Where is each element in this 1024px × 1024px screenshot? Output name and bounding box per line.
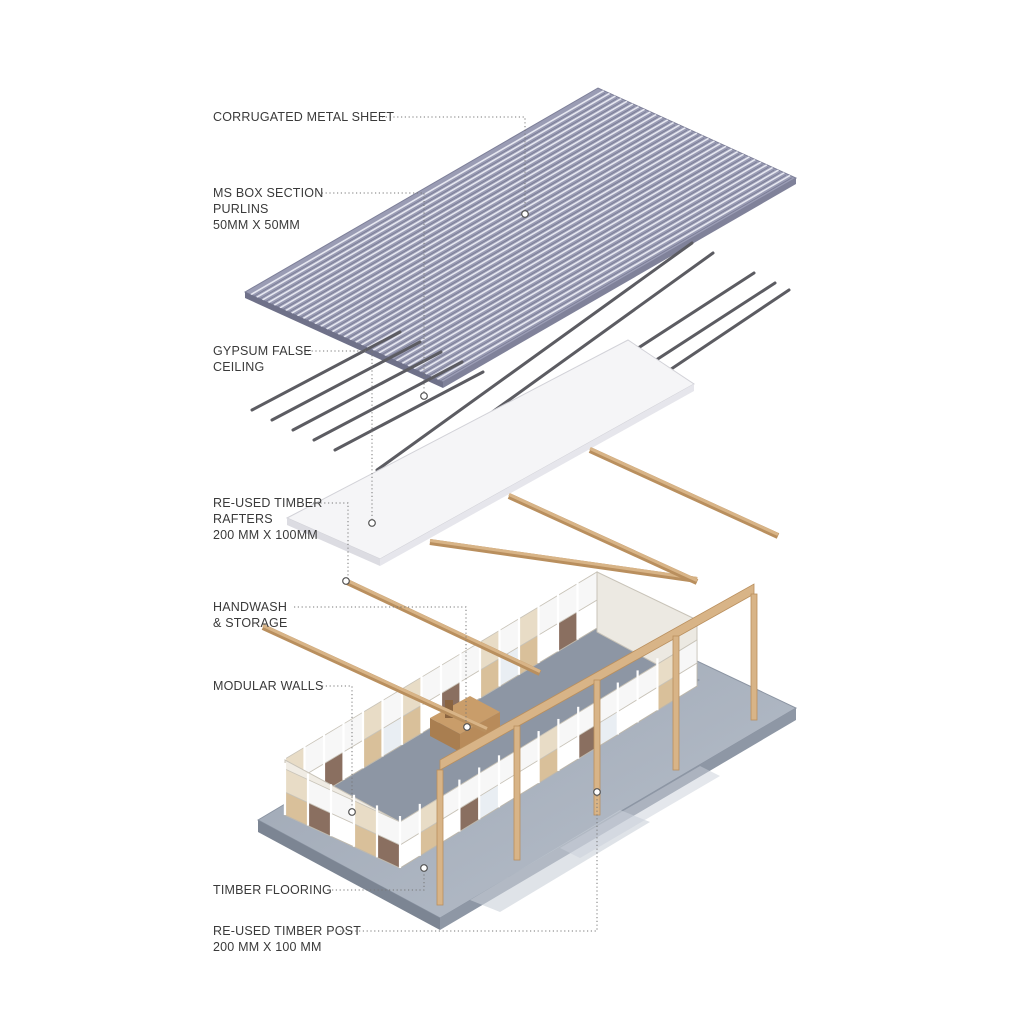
roof-corrugation-shadow: [421, 169, 775, 375]
roof-corrugation: [331, 127, 686, 333]
timber-rafter-highlight: [508, 493, 698, 582]
purlin: [250, 330, 402, 412]
roof-corrugation: [314, 119, 669, 325]
roof-corrugation: [378, 148, 733, 354]
timber-rafter-highlight: [344, 578, 541, 673]
roof-corrugation: [425, 169, 779, 375]
roof-corrugation-shadow: [351, 137, 705, 343]
leader-lines: [294, 116, 598, 932]
label-re-used-timber-rafters: RE-USED TIMBER RAFTERS 200 MM X 100MM: [213, 496, 326, 542]
roof-corrugation: [273, 100, 628, 306]
roof-corrugation: [419, 166, 774, 373]
roof-corrugation: [326, 124, 680, 330]
timber-rafter-highlight: [589, 447, 779, 536]
modular-walls: [283, 571, 698, 869]
roof-corrugation-shadow: [362, 143, 717, 348]
roof-corrugation-shadow: [426, 172, 781, 377]
roof-corrugation-shadow: [263, 98, 618, 303]
roof-corrugation: [302, 113, 657, 320]
roof-corrugation-shadow: [374, 148, 728, 354]
roof-corrugation-shadow: [415, 166, 769, 372]
label-ms-box-section-purlins: MS BOX SECTION PURLINS 50MM X 50MM: [213, 186, 327, 232]
roof-corrugation-shadow: [287, 108, 641, 314]
timber-post: [750, 593, 758, 721]
roof-corrugation-shadow: [345, 135, 699, 340]
label-corrugated-metal-sheet: CORRUGATED METAL SHEET: [213, 110, 394, 124]
roof-corrugation: [413, 164, 768, 370]
roof-corrugation-shadow: [386, 153, 740, 359]
roof-corrugation-shadow: [316, 121, 670, 327]
purlin: [312, 360, 464, 442]
label-handwash-storage: HANDWASH & STORAGE: [213, 600, 291, 630]
re-used-timber-rafters: [261, 447, 780, 733]
roof-corrugation: [262, 95, 616, 301]
roof-corrugation: [337, 129, 692, 336]
roof-corrugation: [285, 105, 640, 312]
roof-corrugation-shadow: [432, 174, 787, 380]
roof-corrugation-shadow: [403, 161, 757, 367]
roof-corrugation: [396, 156, 750, 362]
roof-corrugation: [250, 89, 605, 296]
roof-corrugation-shadow: [257, 95, 612, 301]
roof-corrugation-shadow: [397, 158, 752, 364]
purlin: [375, 241, 694, 472]
roof-corrugation-shadow: [391, 156, 746, 362]
timber-rafter-highlight: [429, 539, 698, 580]
roof-corrugation-shadow: [292, 111, 647, 317]
roof-corrugation-shadow: [438, 177, 792, 382]
roof-corrugation-shadow: [269, 100, 623, 306]
label-modular-walls: MODULAR WALLS: [213, 679, 324, 693]
label-timber-flooring: TIMBER FLOORING: [213, 883, 332, 897]
roof-corrugation-shadow: [380, 151, 734, 356]
roof-corrugation-shadow: [252, 92, 606, 298]
roof-corrugation-shadow: [298, 113, 653, 319]
roof-corrugation-shadow: [310, 119, 664, 324]
timber-post: [513, 725, 521, 861]
callout-dots: [342, 210, 601, 872]
roof-corrugation: [267, 97, 622, 304]
roof-corrugation-shadow: [333, 129, 688, 335]
roof-corrugation-shadow: [339, 132, 693, 338]
roof-corrugation: [372, 145, 727, 351]
roof-corrugation-shadow: [281, 106, 635, 311]
purlin: [270, 340, 422, 422]
timber-rafter-highlight: [262, 624, 488, 730]
roof-corrugation: [384, 150, 739, 357]
roof-corrugation: [436, 174, 791, 381]
roof-corrugation: [349, 134, 704, 341]
purlin: [291, 350, 443, 432]
re-used-timber-posts: [436, 583, 758, 906]
purlin: [333, 370, 485, 452]
timber-post: [672, 635, 680, 771]
roof-corrugation-shadow: [409, 164, 763, 369]
roof-corrugation: [390, 153, 744, 359]
label-re-used-timber-post: RE-USED TIMBER POST 200 MM X 100 MM: [213, 924, 365, 954]
timber-post: [436, 769, 444, 906]
roof-corrugation: [366, 142, 721, 349]
roof-corrugation: [308, 116, 663, 322]
roof-corrugation: [361, 140, 715, 346]
roof-corrugation-shadow: [368, 145, 722, 351]
labels: CORRUGATED METAL SHEET MS BOX SECTION PU…: [213, 110, 394, 954]
roof-corrugation: [430, 172, 785, 378]
roof-corrugation-shadow: [304, 116, 658, 322]
label-gypsum-false-ceiling: GYPSUM FALSE CEILING: [213, 344, 316, 374]
roof-corrugation: [401, 158, 756, 365]
roof-corrugation: [291, 108, 645, 314]
roof-corrugation-shadow: [356, 140, 711, 346]
roof-corrugation: [407, 161, 762, 367]
roof-corrugation-shadow: [275, 103, 629, 309]
roof-corrugation: [297, 111, 651, 317]
roof-corrugation: [355, 137, 710, 343]
roof-corrugation: [343, 132, 698, 338]
roof-corrugation: [256, 92, 611, 298]
roof-corrugation: [320, 121, 675, 328]
roof-corrugation-shadow: [327, 127, 682, 332]
roof-corrugation-shadow: [322, 124, 676, 330]
corrugated-metal-sheet: [243, 87, 798, 388]
gypsum-false-ceiling: [285, 339, 695, 566]
roof-corrugation: [279, 103, 634, 309]
handwash-storage-unit: [430, 696, 500, 752]
